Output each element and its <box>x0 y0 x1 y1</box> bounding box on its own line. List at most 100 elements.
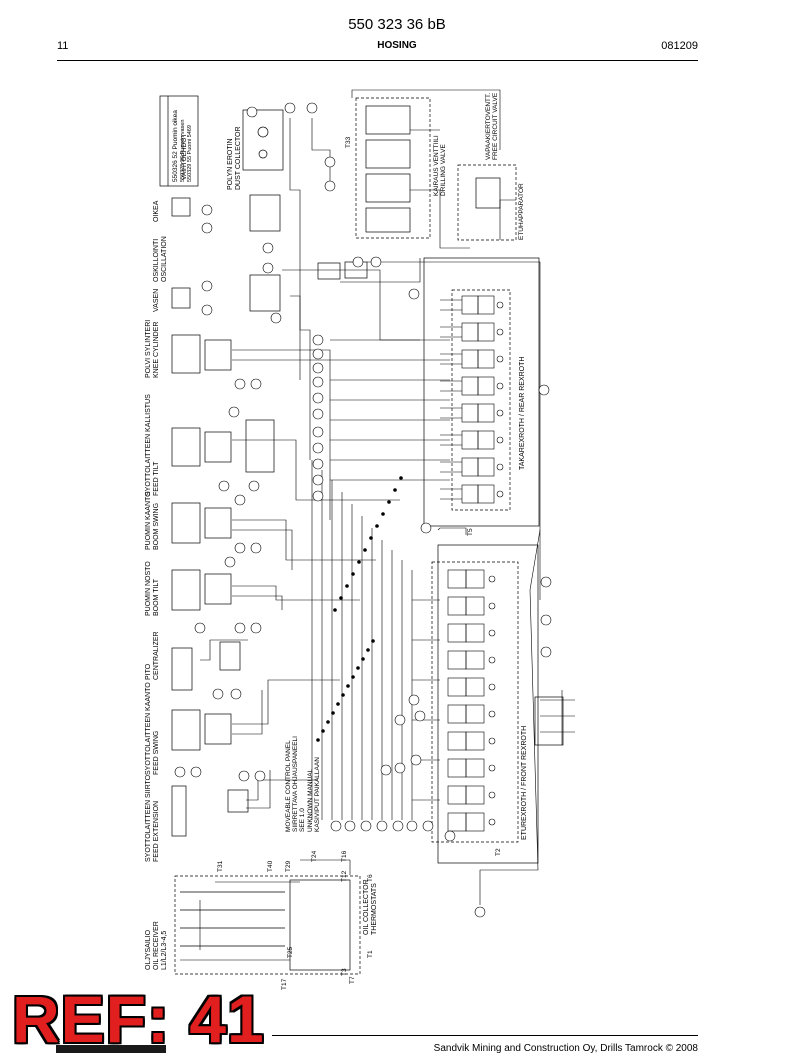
hose-number-marker <box>444 830 456 842</box>
hose-number-marker <box>201 280 213 292</box>
hose-number-marker <box>312 348 324 360</box>
hose-number-marker <box>420 522 432 534</box>
label-boom-tilt-en: BOOM TILT <box>153 578 160 616</box>
tport-t7: T7 <box>349 976 356 984</box>
front-rexroth-box <box>431 561 519 843</box>
hose-number-marker <box>538 384 550 396</box>
rear-spool-section <box>461 349 479 369</box>
hose-number-marker <box>540 646 552 658</box>
company-logo <box>56 1045 166 1053</box>
hose-number-marker <box>228 406 240 418</box>
label-free-circuit-en: FREE CIRCUIT VALVE <box>492 92 499 160</box>
label-centralizer-fi: PITO <box>145 663 152 680</box>
hose-number-marker <box>370 256 382 268</box>
hose-number-marker <box>376 820 388 832</box>
hose-number-marker <box>312 392 324 404</box>
label-dust-collector-fi: POLYN EROTIN <box>227 138 234 190</box>
hose-number-marker <box>408 694 420 706</box>
front-spool-section <box>447 758 467 778</box>
hose-number-marker <box>262 262 274 274</box>
hose-number-marker <box>174 766 186 778</box>
note-kasiviput: KASIVIPUT PAIKALLAAN <box>314 757 321 832</box>
label-feed-extension-fi: SYOTTOLAITTEEN SIIRTO <box>145 774 152 862</box>
hose-number-marker <box>306 102 318 114</box>
front-spool-section <box>447 731 467 751</box>
revision-row-3: 550329 55 Puomi 5469 <box>187 125 193 182</box>
note-siirrettava: SIIRRETTAVA OHJAUSPANEELI <box>292 736 299 832</box>
rear-spool-section <box>461 295 479 315</box>
revision-table-title: VAIHTOEHDOT <box>181 134 188 180</box>
tport-t25: T25 <box>287 946 294 958</box>
section-title: HOSING <box>377 40 417 51</box>
connector-dot <box>393 488 397 492</box>
hose-number-marker <box>212 688 224 700</box>
hose-number-marker <box>246 106 258 118</box>
hose-number-marker <box>262 242 274 254</box>
hose-number-marker <box>194 622 206 634</box>
hose-number-marker <box>234 378 246 390</box>
label-free-circuit-fi: VAPAAKIERTOVENTT. <box>485 93 492 160</box>
label-knee-cylinder-fi: POLVI SYLINTERI <box>145 320 152 378</box>
hose-number-marker <box>238 770 250 782</box>
front-spool-section <box>447 704 467 724</box>
label-oil-receiver-en: OIL RECEIVER <box>153 921 160 970</box>
hose-number-marker <box>414 710 426 722</box>
label-right: OIKEA <box>153 200 160 222</box>
hose-number-marker <box>312 362 324 374</box>
hose-number-marker <box>312 334 324 346</box>
connector-dot <box>333 608 337 612</box>
hose-number-marker <box>408 288 420 300</box>
hose-number-marker <box>410 754 422 766</box>
connector-dot <box>399 476 403 480</box>
hose-number-marker <box>312 426 324 438</box>
hose-number-marker <box>224 556 236 568</box>
front-spool-section <box>447 623 467 643</box>
tport-t3: T3 <box>341 968 348 976</box>
connector-dot <box>357 560 361 564</box>
front-spool-section <box>447 812 467 832</box>
label-feed-tilt-fi: SYOTTOLAITTEEN KALLISTUS <box>145 394 152 496</box>
hose-number-marker <box>234 622 246 634</box>
hose-number-marker <box>324 156 336 168</box>
tport-t29: T29 <box>285 860 292 872</box>
header-divider <box>57 60 698 61</box>
document-number: 550 323 36 bB <box>348 16 446 33</box>
tport-t1: T1 <box>367 950 374 958</box>
tport-t33: T33 <box>345 136 352 148</box>
hose-number-marker <box>344 820 356 832</box>
hose-number-marker <box>254 770 266 782</box>
rear-spool-section <box>461 484 479 504</box>
label-boom-tilt-fi: PUOMIN NOSTO <box>145 561 152 616</box>
hose-number-marker <box>312 474 324 486</box>
hose-number-marker <box>250 378 262 390</box>
hose-number-marker <box>190 766 202 778</box>
note-see: SEE 1.0 <box>299 808 306 832</box>
hose-number-marker <box>422 820 434 832</box>
label-oil-collector: OIL COLLECTOR <box>363 879 370 935</box>
label-oscillation-fi: OSKILLOINTI <box>153 239 160 282</box>
boom-tilt-block <box>171 569 201 611</box>
label-boom-swing-en: BOOM SWING <box>153 503 160 550</box>
footer-divider <box>272 1035 698 1036</box>
label-feed-swing-fi: SYOTTOLAITTEEN KAANTO <box>145 682 152 775</box>
rear-spool-section <box>461 457 479 477</box>
label-front-rexroth: ETUREXROTH / FRONT REXROTH <box>521 726 528 840</box>
tport-t2: T2 <box>495 848 502 856</box>
front-spool-section <box>447 677 467 697</box>
connector-dot <box>369 536 373 540</box>
revision-row-2: 550325 36 Puomin vasen <box>180 120 186 182</box>
tport-t16: T16 <box>341 850 348 862</box>
connector-dot <box>375 524 379 528</box>
page-number: 11 <box>57 40 69 52</box>
feed-swing-block <box>171 709 201 751</box>
label-feed-tilt-en: FEED TILT <box>153 461 160 496</box>
rear-spool-section <box>461 403 479 423</box>
front-spool-section <box>447 569 467 589</box>
hose-number-marker <box>250 542 262 554</box>
label-left: VASEN <box>153 289 160 312</box>
tport-t17: T17 <box>281 978 288 990</box>
hose-number-marker <box>248 480 260 492</box>
label-dust-collector-en: DUST COLLECTOR <box>235 126 242 190</box>
connector-dot <box>381 512 385 516</box>
rear-spool-section <box>461 376 479 396</box>
